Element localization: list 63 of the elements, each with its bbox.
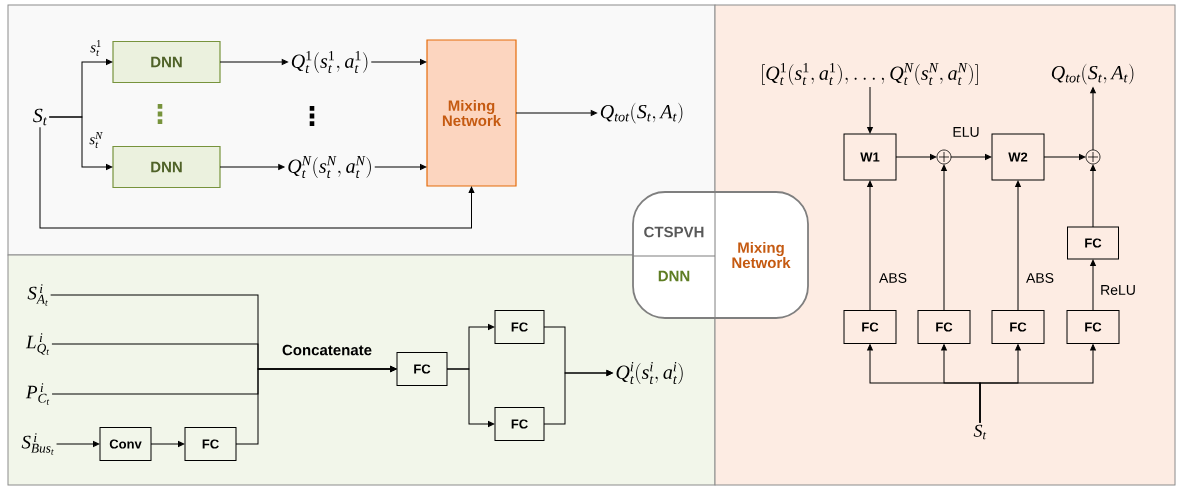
arrow: [39, 126, 475, 229]
arrow: [867, 86, 873, 134]
edge-label: ReLU: [1099, 284, 1137, 296]
formula-label: $Q_t^i(s_t^i, a_t^i)$: [616, 361, 683, 385]
process-box: FC: [396, 352, 448, 386]
process-box: DNN: [112, 145, 221, 189]
arrow: [543, 370, 613, 425]
arrow: [219, 164, 285, 170]
formula-label: $S_t$: [973, 424, 987, 440]
formula-label: $Q_t^N(s_t^N, a_t^N)$: [288, 156, 371, 178]
formula-label: $Q_{tot}(S_t, A_t)$: [600, 102, 683, 124]
ellipsis-dots: ⋮: [157, 103, 163, 125]
process-box: FC: [1066, 310, 1120, 344]
legend-pill: CTSPVH DNN Mixing Network: [632, 191, 809, 319]
arrow: [515, 110, 597, 116]
arrow: [446, 368, 495, 427]
edge-label: $s_t^1$: [89, 39, 103, 57]
arrow: [150, 441, 185, 447]
arrow: [374, 164, 427, 170]
process-box: FC: [184, 427, 237, 461]
formula-label: $[Q_t^1(s_t^1, a_t^1),\ldots,Q_t^N(s_t^N, a_t^N)]$: [762, 62, 978, 85]
arrow: [1090, 87, 1096, 151]
arrow: [235, 366, 397, 445]
panel: [714, 4, 1176, 486]
edge-label: ELU: [951, 126, 981, 138]
adder-circle: [1085, 149, 1101, 165]
formula-label: $Q_t^1(s_t^1, a_t^1)$: [291, 50, 368, 73]
adder-circle: [936, 149, 952, 165]
process-box: FC: [494, 310, 545, 344]
process-box: FC: [917, 310, 971, 344]
process-box: Conv: [99, 427, 152, 461]
process-box: W1: [843, 133, 897, 181]
process-box: DNN: [112, 40, 221, 84]
arrow: [1090, 259, 1096, 311]
formula-label: $Q_{tot}(S_t, A_t)$: [1051, 63, 1134, 85]
ellipsis-dots: ⋮: [309, 105, 315, 127]
arrow: [867, 180, 873, 311]
edge-label: ABS: [1025, 272, 1055, 284]
arrow: [1043, 154, 1086, 160]
arrow: [979, 344, 1096, 424]
arrow: [941, 164, 947, 311]
edge-label: $s_t^N$: [88, 131, 104, 149]
formula-label: $L_{Q_t}^{\,i}$: [25, 333, 50, 355]
process-box: FC: [991, 310, 1045, 344]
edge-label: ABS: [878, 272, 908, 284]
arrow: [370, 59, 427, 65]
arrow: [56, 441, 100, 447]
arrow: [219, 59, 288, 65]
formula-label: $S_t$: [33, 108, 47, 126]
process-box: Mixing Network: [426, 39, 517, 187]
formula-label: $S_{A_t}^{\,i}$: [27, 284, 48, 306]
arrow: [48, 116, 113, 170]
arrow: [950, 154, 992, 160]
process-box: FC: [843, 310, 897, 344]
process-box: FC: [1067, 226, 1119, 260]
panel: [7, 254, 716, 486]
process-box: FC: [494, 407, 545, 441]
process-box: W2: [991, 133, 1045, 181]
formula-label: $P_{C_t}^{\,i}$: [25, 383, 50, 405]
arrow: [895, 154, 937, 160]
arrow: [1090, 164, 1096, 228]
formula-label: $S_{Bus_t}^{\,i}$: [21, 433, 54, 455]
arrow: [1015, 180, 1021, 311]
